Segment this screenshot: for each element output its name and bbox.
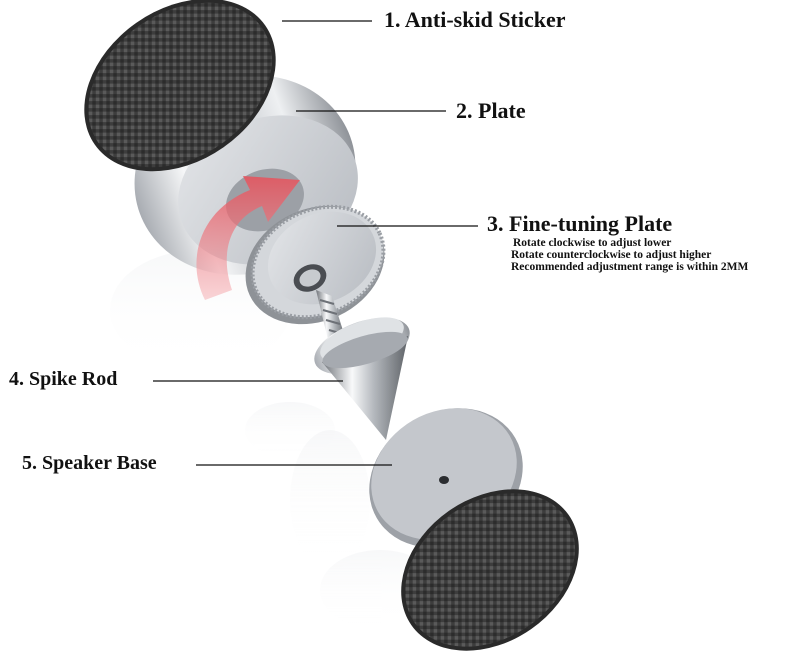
label-spike-rod: 4. Spike Rod [9, 368, 118, 390]
spike-rod [314, 317, 410, 440]
base-anti-skid-sticker [401, 489, 579, 651]
label-anti-skid-sticker: 1. Anti-skid Sticker [384, 7, 566, 32]
label-fine-tuning-plate: 3. Fine-tuning Plate [487, 211, 673, 236]
anti-skid-sticker [84, 0, 276, 172]
fine-tuning-note-2: Rotate counterclockwise to adjust higher [511, 249, 712, 261]
fine-tuning-note-1: Rotate clockwise to adjust lower [513, 237, 672, 249]
label-speaker-base: 5. Speaker Base [22, 452, 157, 474]
fine-tuning-plate [245, 204, 386, 325]
fine-tuning-note-3: Recommended adjustment range is within 2… [511, 261, 749, 273]
leader-lines [153, 20, 478, 466]
rotation-arrow-icon [196, 176, 300, 300]
label-plate: 2. Plate [456, 98, 526, 123]
